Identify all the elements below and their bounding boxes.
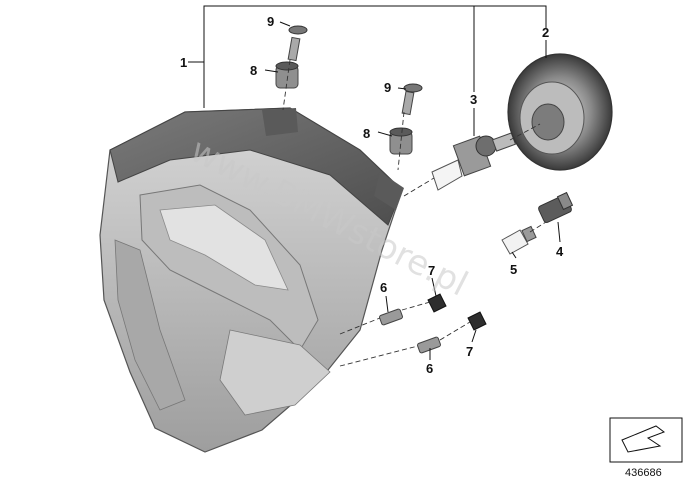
headlight-cap <box>507 53 613 171</box>
callout-8-lower: 8 <box>363 126 370 141</box>
bulb-holder <box>538 191 574 224</box>
bulb-socket-lower <box>467 311 487 331</box>
view-direction-icon <box>621 425 666 453</box>
callout-1: 1 <box>180 55 187 70</box>
diagram-number: 436686 <box>625 467 662 479</box>
callout-leaders <box>264 21 561 360</box>
callout-4: 4 <box>556 244 564 259</box>
headlight-bulb <box>431 132 517 191</box>
callout-9-lower: 9 <box>384 80 391 95</box>
callout-7-upper: 7 <box>428 263 435 278</box>
rubber-collar-upper <box>275 61 299 89</box>
screw-lower <box>401 83 423 116</box>
callout-9-upper: 9 <box>267 14 274 29</box>
headlight-housing <box>99 107 404 453</box>
diagram-reference-box <box>609 417 683 463</box>
callout-2: 2 <box>542 25 549 40</box>
callout-bracket <box>188 5 547 108</box>
callout-6-upper: 6 <box>380 280 387 295</box>
side-bulb-upper <box>379 308 403 326</box>
rubber-collar-lower <box>389 127 413 155</box>
screw-upper <box>287 25 308 62</box>
callout-3: 3 <box>470 92 477 107</box>
assembly-lines <box>282 59 547 367</box>
callout-5: 5 <box>510 262 517 277</box>
small-bulb <box>501 225 537 255</box>
callout-8-upper: 8 <box>250 63 257 78</box>
callout-6-lower: 6 <box>426 361 433 376</box>
callout-7-lower: 7 <box>466 344 473 359</box>
side-bulb-lower <box>417 336 441 354</box>
